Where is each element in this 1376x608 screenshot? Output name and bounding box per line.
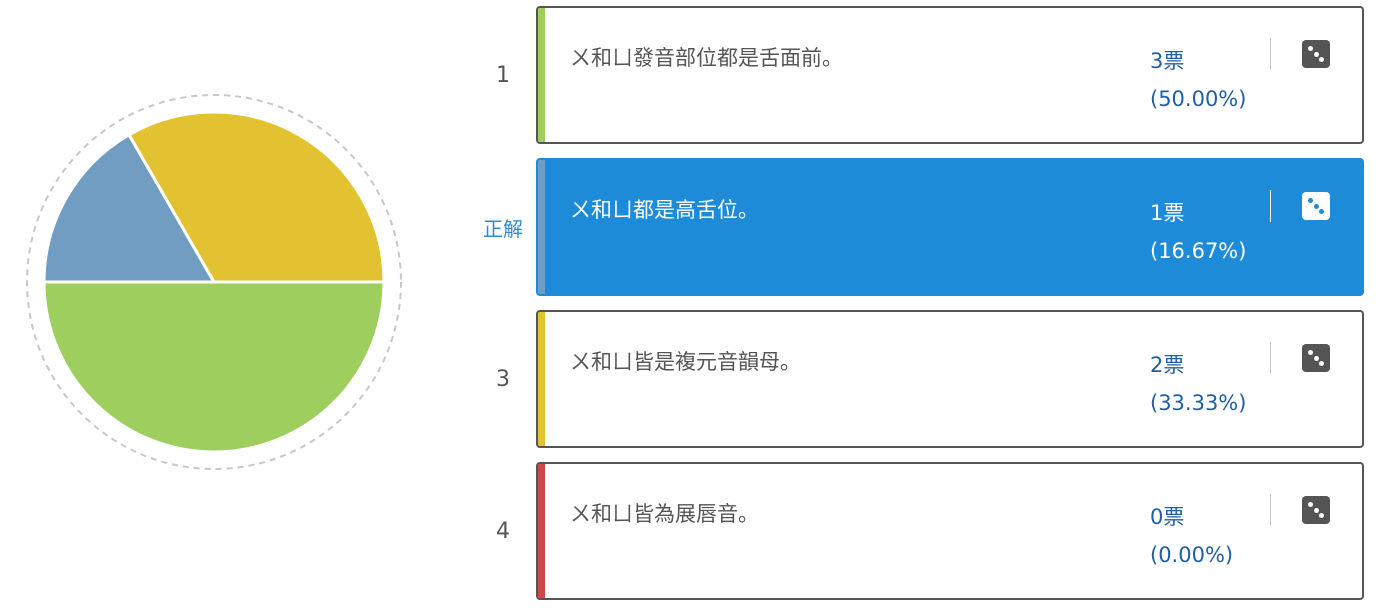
pie-slice-2 bbox=[42, 132, 217, 284]
option-color-stripe bbox=[538, 160, 545, 294]
vote-count: 2票 (33.33%) bbox=[1150, 346, 1246, 422]
vote-count-value: 0票 bbox=[1150, 505, 1185, 529]
option-text: ㄨ和ㄩ皆為展唇音。 bbox=[570, 502, 759, 526]
options-list: 1 ㄨ和ㄩ發音部位都是舌面前。 3票 (50.00%) 正解 ㄨ和ㄩ都是高舌位。 bbox=[470, 6, 1364, 608]
dice-icon[interactable] bbox=[1302, 496, 1330, 524]
vote-count: 1票 (16.67%) bbox=[1150, 194, 1246, 270]
option-text: ㄨ和ㄩ皆是複元音韻母。 bbox=[570, 350, 801, 374]
pie-outline bbox=[26, 94, 402, 470]
pie-slices bbox=[42, 110, 386, 454]
vote-count: 0票 (0.00%) bbox=[1150, 498, 1233, 574]
option-card-3[interactable]: ㄨ和ㄩ皆是複元音韻母。 2票 (33.33%) bbox=[536, 310, 1364, 448]
vote-percent: (33.33%) bbox=[1150, 391, 1247, 415]
option-color-stripe bbox=[538, 464, 545, 598]
pie-chart-svg bbox=[26, 94, 402, 470]
vote-count-value: 2票 bbox=[1150, 353, 1185, 377]
vote-count: 3票 (50.00%) bbox=[1150, 42, 1246, 118]
vote-pie-chart bbox=[24, 92, 404, 472]
divider bbox=[1270, 190, 1271, 222]
option-row-3: 3 ㄨ和ㄩ皆是複元音韻母。 2票 (33.33%) bbox=[470, 310, 1364, 448]
divider bbox=[1270, 342, 1271, 374]
correct-answer-label: 正解 bbox=[483, 216, 523, 241]
option-label: 1 bbox=[496, 62, 510, 88]
option-card-4[interactable]: ㄨ和ㄩ皆為展唇音。 0票 (0.00%) bbox=[536, 462, 1364, 600]
option-label: 3 bbox=[496, 366, 510, 392]
dice-icon[interactable] bbox=[1302, 192, 1330, 220]
option-row-2: 正解 ㄨ和ㄩ都是高舌位。 1票 (16.67%) bbox=[470, 158, 1364, 296]
vote-percent: (0.00%) bbox=[1150, 543, 1234, 567]
option-color-stripe bbox=[538, 312, 545, 446]
option-label: 4 bbox=[496, 518, 510, 544]
option-color-stripe bbox=[538, 8, 545, 142]
option-text: ㄨ和ㄩ發音部位都是舌面前。 bbox=[570, 46, 843, 70]
option-row-1: 1 ㄨ和ㄩ發音部位都是舌面前。 3票 (50.00%) bbox=[470, 6, 1364, 144]
vote-percent: (16.67%) bbox=[1150, 239, 1247, 263]
option-text: ㄨ和ㄩ都是高舌位。 bbox=[570, 198, 759, 222]
pie-slice-3 bbox=[126, 110, 386, 284]
dice-icon[interactable] bbox=[1302, 40, 1330, 68]
option-card-1[interactable]: ㄨ和ㄩ發音部位都是舌面前。 3票 (50.00%) bbox=[536, 6, 1364, 144]
option-row-4: 4 ㄨ和ㄩ皆為展唇音。 0票 (0.00%) bbox=[470, 462, 1364, 600]
divider bbox=[1270, 38, 1271, 70]
option-card-2[interactable]: ㄨ和ㄩ都是高舌位。 1票 (16.67%) bbox=[536, 158, 1364, 296]
dice-icon[interactable] bbox=[1302, 344, 1330, 372]
pie-slice-1 bbox=[42, 280, 386, 454]
vote-count-value: 3票 bbox=[1150, 49, 1185, 73]
divider bbox=[1270, 494, 1271, 526]
vote-percent: (50.00%) bbox=[1150, 87, 1247, 111]
vote-count-value: 1票 bbox=[1150, 201, 1185, 225]
